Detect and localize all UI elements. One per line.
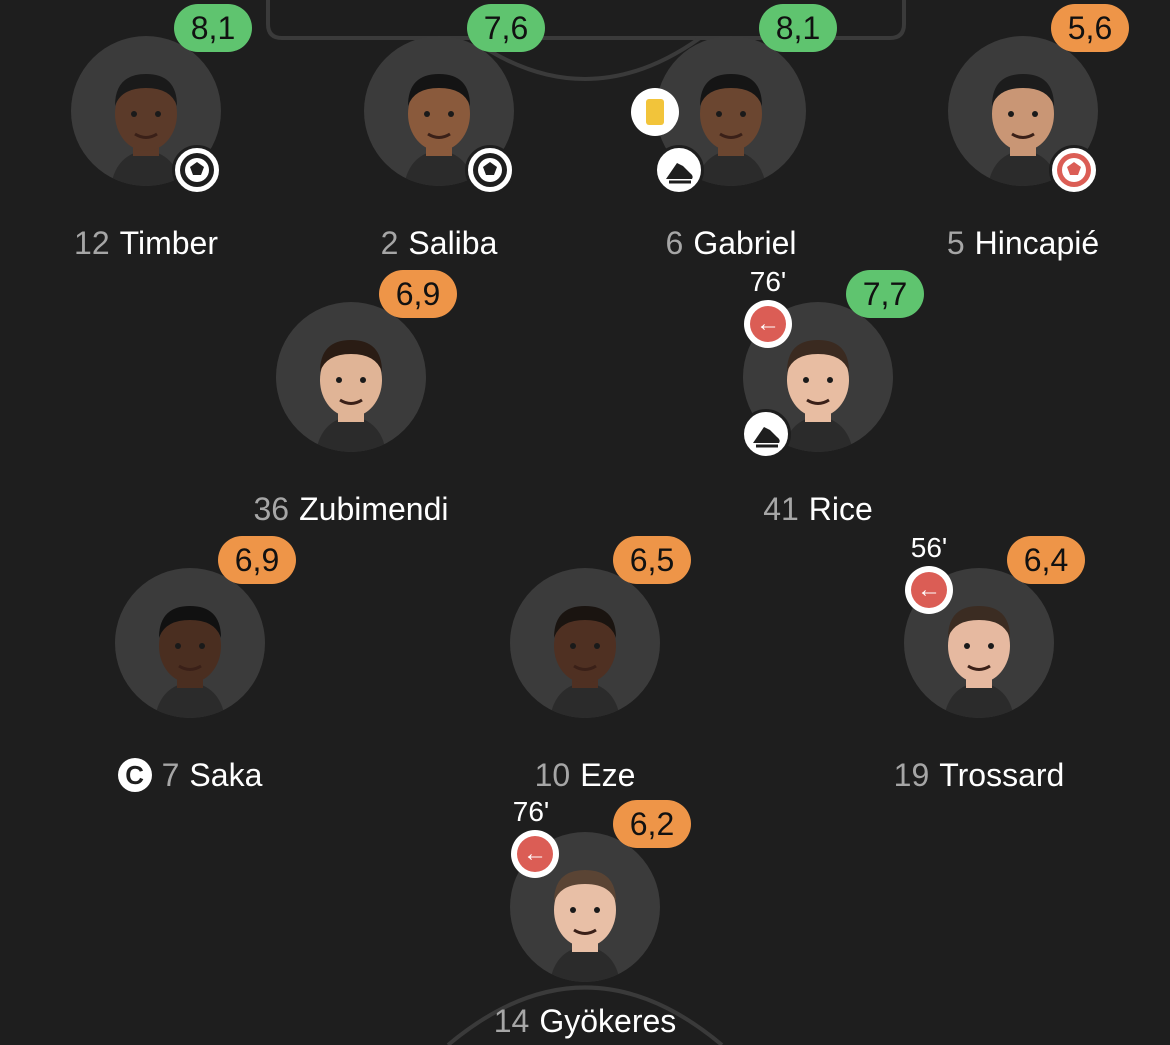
shirt-number: 19	[893, 757, 930, 793]
player-surname: Eze	[580, 757, 636, 793]
own-goal-icon	[1049, 145, 1099, 195]
shirt-number: 36	[253, 491, 290, 527]
rating-badge: 5,6	[1051, 4, 1129, 52]
rating-badge: 6,2	[613, 800, 691, 848]
goal-icon	[172, 145, 222, 195]
player-photo	[510, 568, 660, 718]
rating-badge: 7,6	[467, 4, 545, 52]
player-surname: Timber	[119, 225, 218, 261]
rating-badge: 6,9	[379, 270, 457, 318]
player-photo	[71, 36, 221, 186]
player-surname: Hincapié	[974, 225, 1100, 261]
sub-off-icon: ←	[744, 300, 792, 348]
captain-icon: C	[117, 758, 152, 792]
rating-badge: 6,9	[218, 536, 296, 584]
rating-badge: 8,1	[174, 4, 252, 52]
shirt-number: 2	[380, 225, 399, 261]
player-surname: Rice	[808, 491, 873, 527]
player-surname: Zubimendi	[299, 491, 449, 527]
substitution-minute: 56'	[910, 532, 948, 563]
shirt-number: 10	[534, 757, 571, 793]
rating-badge: 6,5	[613, 536, 691, 584]
substitution-minute: 76'	[512, 796, 550, 827]
shirt-number: 6	[665, 225, 684, 261]
shirt-number: 41	[763, 491, 799, 527]
goal-icon	[465, 145, 515, 195]
player-surname: Gyökeres	[539, 1003, 677, 1039]
sub-off-icon: ←	[905, 566, 953, 614]
player-photo	[656, 36, 806, 186]
shirt-number: 14	[493, 1003, 530, 1039]
player-surname: Gabriel	[693, 225, 797, 261]
shirt-number: 5	[946, 225, 965, 261]
shirt-number: 7	[161, 757, 180, 793]
player-photo	[948, 36, 1098, 186]
player-surname: Trossard	[939, 757, 1065, 793]
player-surname: Saliba	[408, 225, 498, 261]
substitution-minute: 76'	[749, 266, 787, 297]
player-surname: Saka	[189, 757, 263, 793]
rating-badge: 7,7	[846, 270, 924, 318]
player-photo	[904, 568, 1054, 718]
player-photo	[115, 568, 265, 718]
rating-badge: 8,1	[759, 4, 837, 52]
assist-boot-icon	[654, 145, 704, 195]
player-photo	[276, 302, 426, 452]
shirt-number: 12	[74, 225, 110, 261]
rating-badge: 6,4	[1007, 536, 1085, 584]
yellow-card-icon	[631, 88, 679, 136]
assist-boot-icon	[741, 409, 791, 459]
sub-off-icon: ←	[511, 830, 559, 878]
